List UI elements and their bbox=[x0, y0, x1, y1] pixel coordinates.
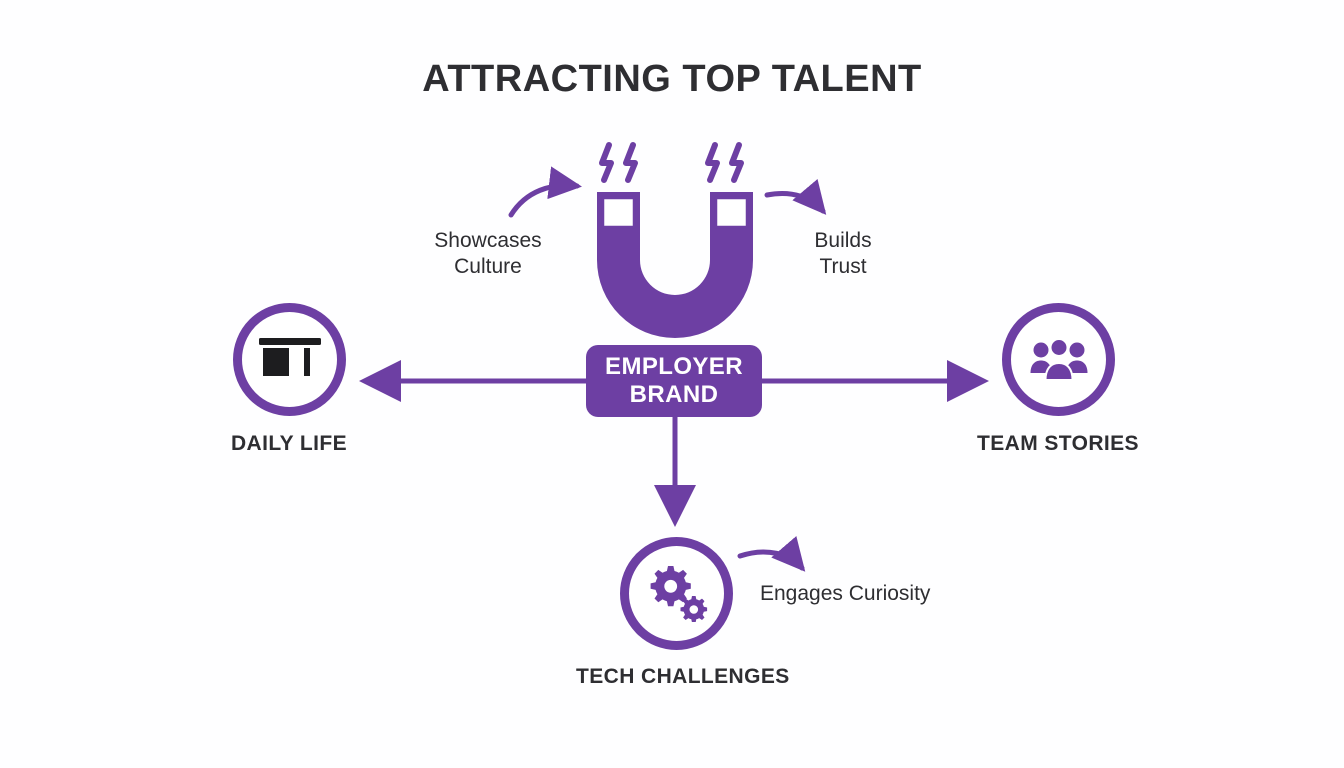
node-daily-life[interactable] bbox=[233, 303, 346, 416]
node-team-stories-label: TEAM STORIES bbox=[977, 432, 1139, 455]
curved-arrow-engages-curiosity bbox=[737, 536, 806, 572]
desk-icon bbox=[258, 337, 321, 376]
magnet-pole-right bbox=[714, 196, 749, 229]
node-daily-life-label: DAILY LIFE bbox=[230, 432, 348, 455]
annotation-showcases-culture-line2: Culture bbox=[454, 254, 522, 278]
node-tech-challenges-label: TECH CHALLENGES bbox=[576, 665, 790, 688]
employer-brand-label-line1: EMPLOYER bbox=[605, 352, 743, 380]
annotation-builds-trust-line2: Trust bbox=[819, 254, 867, 278]
node-tech-challenges[interactable] bbox=[620, 537, 733, 650]
page-title: ATTRACTING TOP TALENT bbox=[422, 58, 922, 100]
annotation-showcases-culture: Showcases Culture bbox=[398, 228, 578, 279]
annotation-builds-trust: Builds Trust bbox=[778, 228, 908, 279]
gears-icon bbox=[650, 565, 707, 622]
magnet-pole-left bbox=[601, 196, 636, 229]
people-group-icon bbox=[1030, 338, 1087, 381]
annotation-engages-curiosity: Engages Curiosity bbox=[760, 581, 1020, 607]
employer-brand-label-line2: BRAND bbox=[629, 381, 719, 408]
employer-brand-node[interactable]: EMPLOYER BRAND bbox=[586, 345, 762, 417]
magnet-body bbox=[597, 192, 753, 338]
lightning-bolt-right-pair bbox=[705, 142, 744, 183]
annotation-builds-trust-line1: Builds bbox=[814, 229, 872, 252]
node-team-stories[interactable] bbox=[1002, 303, 1115, 416]
magnet-icon bbox=[560, 130, 790, 345]
annotation-showcases-culture-line1: Showcases bbox=[434, 229, 542, 252]
annotation-engages-curiosity-line1: Engages Curiosity bbox=[760, 582, 931, 605]
lightning-bolt-left-pair bbox=[599, 142, 638, 183]
